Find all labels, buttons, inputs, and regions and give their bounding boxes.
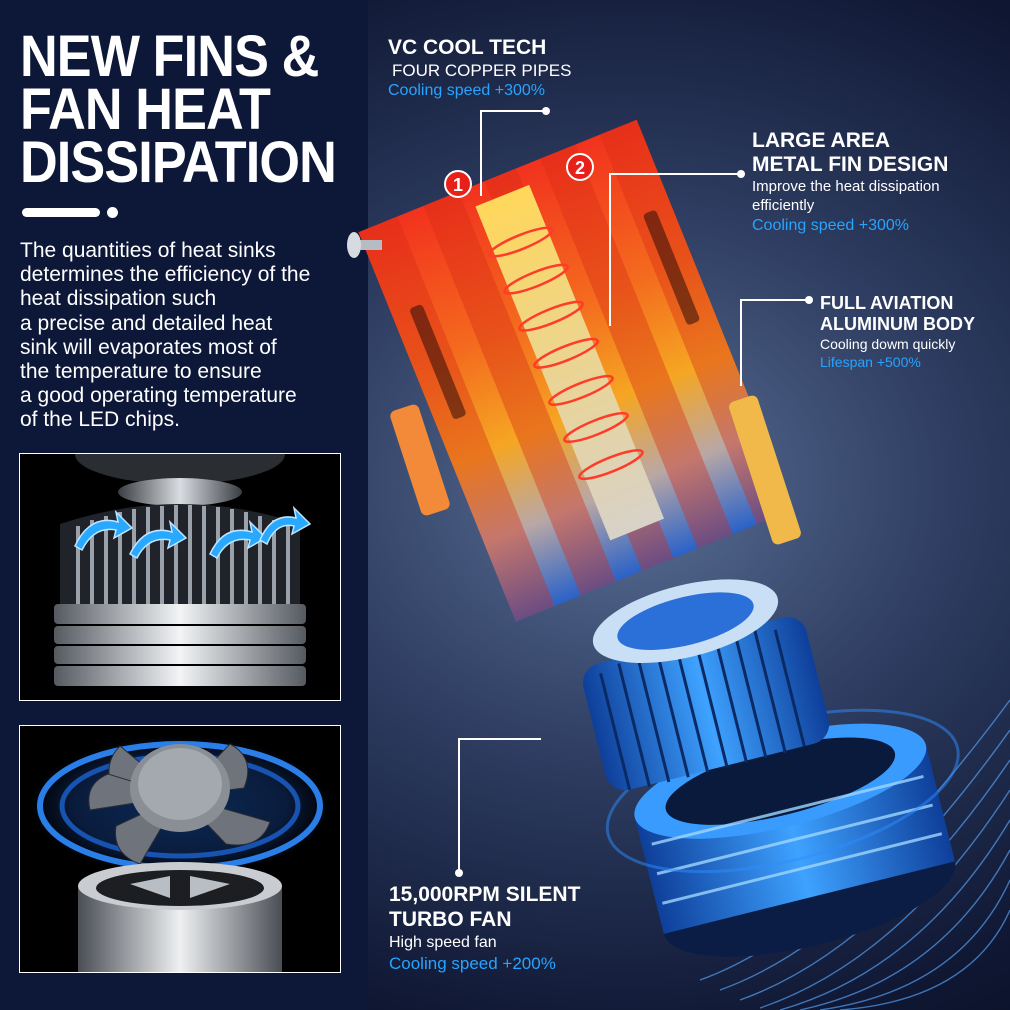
- callout-subtitle: High speed fan: [389, 934, 497, 951]
- leader-line-vc: [480, 110, 546, 196]
- leader-line-fan: [458, 738, 541, 873]
- leader-line-aluminum: [740, 299, 809, 386]
- decorative-dot: [107, 207, 118, 218]
- callout-highlight: Lifespan +500%: [820, 354, 921, 370]
- callout-subtitle: efficiently: [752, 197, 815, 214]
- svg-text:2: 2: [575, 158, 585, 178]
- callout-aluminum-body: FULL AVIATION ALUMINUM BODY Cooling dowm…: [820, 293, 975, 371]
- callout-subtitle: Improve the heat dissipation: [752, 178, 940, 195]
- description-line: a good operating temperature: [20, 384, 297, 408]
- leader-line-fin: [609, 173, 741, 326]
- exploded-led-bulb-illustration: 1 2: [347, 107, 1010, 1010]
- headline: NEW FINS & FAN HEAT DISSIPATION: [20, 24, 337, 195]
- badge-two: 2: [566, 153, 594, 181]
- callout-metal-fin: LARGE AREA METAL FIN DESIGN Improve the …: [752, 129, 948, 236]
- svg-text:1: 1: [453, 175, 463, 195]
- description-line: a precise and detailed heat: [20, 311, 273, 335]
- description-line: the temperature to ensure: [20, 360, 262, 384]
- headline-line-1: NEW FINS &: [20, 24, 319, 89]
- airflow-arrow-icon: [74, 505, 312, 560]
- description-line: sink will evaporates most of: [20, 335, 277, 359]
- callout-title: METAL FIN DESIGN: [752, 153, 949, 176]
- callout-subtitle: Cooling dowm quickly: [820, 336, 956, 352]
- description-text: The quantities of heat sinks determines …: [20, 239, 365, 433]
- callout-title: LARGE AREA: [752, 129, 891, 152]
- callout-title: FULL AVIATION: [820, 293, 954, 313]
- callout-title: VC COOL TECH: [388, 36, 547, 59]
- description-line: The quantities of heat sinks: [20, 239, 276, 262]
- callout-vc-cool-tech: VC COOL TECH FOUR COPPER PIPES Cooling s…: [388, 36, 571, 101]
- fan-image: [19, 725, 341, 973]
- decorative-bar: [22, 208, 100, 217]
- callout-title: 15,000RPM SILENT: [389, 883, 581, 906]
- badge-one: 1: [444, 170, 472, 198]
- callout-subtitle: FOUR COPPER PIPES: [392, 61, 572, 80]
- headline-line-2: FAN HEAT: [20, 77, 271, 142]
- heatsink-airflow-image: [19, 453, 341, 701]
- callout-highlight: Cooling speed +200%: [389, 954, 556, 973]
- callout-turbo-fan: 15,000RPM SILENT TURBO FAN High speed fa…: [389, 882, 580, 974]
- description-line: of the LED chips.: [20, 408, 180, 432]
- headline-line-3: DISSIPATION: [20, 130, 337, 195]
- callout-title: ALUMINUM BODY: [820, 314, 975, 334]
- callout-title: TURBO FAN: [389, 908, 512, 931]
- description-line: heat dissipation such: [20, 287, 217, 311]
- callout-highlight: Cooling speed +300%: [388, 82, 546, 99]
- callout-highlight: Cooling speed +300%: [752, 217, 910, 234]
- description-line: determines the efficiency of the: [20, 263, 311, 287]
